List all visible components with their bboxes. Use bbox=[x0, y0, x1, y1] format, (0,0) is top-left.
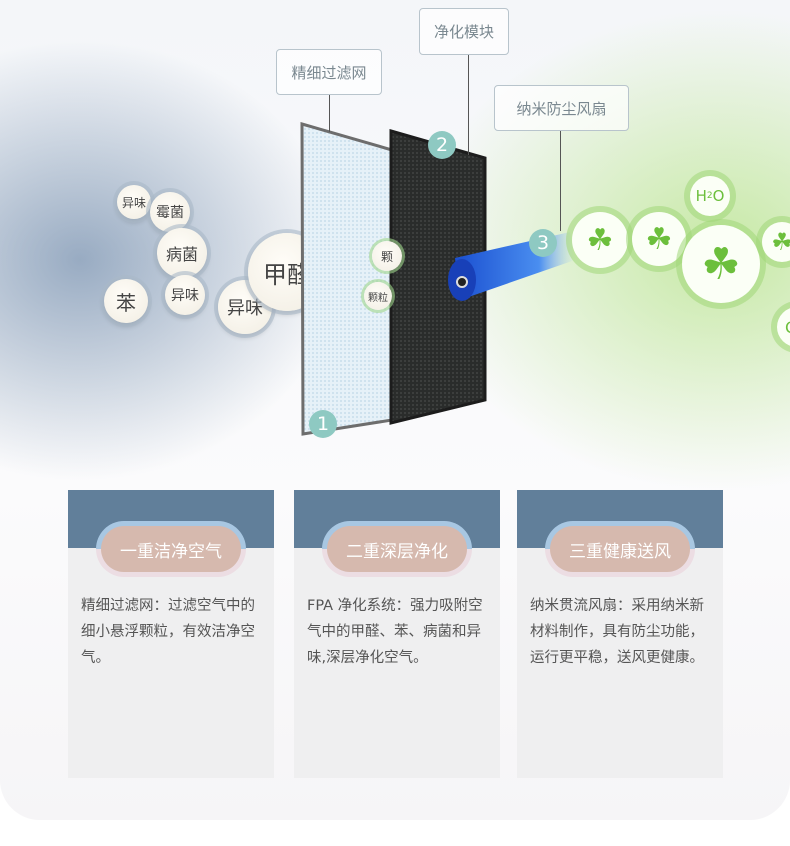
clover-icon: ☘ bbox=[645, 221, 673, 257]
label-purification-module: 净化模块 bbox=[419, 8, 509, 55]
card-description: FPA 净化系统：强力吸附空气中的甲醛、苯、病菌和异味,深层净化空气。 bbox=[307, 598, 483, 666]
feature-card-2: 二重深层净化 FPA 净化系统：强力吸附空气中的甲醛、苯、病菌和异味,深层净化空… bbox=[294, 490, 500, 778]
particle-bubble: 颗粒 bbox=[364, 282, 392, 310]
h2o-text: H bbox=[695, 187, 707, 205]
card-title-pill: 二重深层净化 bbox=[322, 521, 472, 577]
h2o-sub: 2 bbox=[706, 191, 713, 201]
feature-card-3: 三重健康送风 纳米贯流风扇：采用纳米新材料制作，具有防尘功能，运行更平稳，送风更… bbox=[517, 490, 723, 778]
callout-line bbox=[329, 95, 330, 132]
card-title-pill: 三重健康送风 bbox=[545, 521, 695, 577]
card-description: 纳米贯流风扇：采用纳米新材料制作，具有防尘功能，运行更平稳，送风更健康。 bbox=[530, 598, 704, 666]
step-number-1: 1 bbox=[309, 410, 337, 438]
step-number-2: 2 bbox=[428, 131, 456, 159]
clover-icon: ☘ bbox=[701, 238, 741, 290]
feature-card-1: 一重洁净空气 精细过滤网：过滤空气中的细小悬浮颗粒，有效洁净空气。 bbox=[68, 490, 274, 778]
oxygen-bubble: O bbox=[777, 307, 790, 347]
callout-line bbox=[560, 131, 561, 231]
pollutant-bubble: 霉菌 bbox=[150, 192, 190, 232]
pollutant-bubble: 苯 bbox=[104, 279, 148, 323]
card-title: 三重健康送风 bbox=[550, 526, 690, 572]
h2o-text-end: O bbox=[712, 187, 725, 205]
clover-icon: ☘ bbox=[771, 228, 790, 256]
label-fine-filter: 精细过滤网 bbox=[276, 49, 382, 95]
pollutant-bubble: 异味 bbox=[117, 185, 151, 219]
card-title: 二重深层净化 bbox=[327, 526, 467, 572]
clover-bubble: ☘ bbox=[762, 222, 790, 262]
clover-bubble: ☘ bbox=[632, 212, 686, 266]
card-description: 精细过滤网：过滤空气中的细小悬浮颗粒，有效洁净空气。 bbox=[81, 598, 255, 666]
filter-diagram bbox=[300, 122, 575, 436]
pollutant-bubble: 异味 bbox=[165, 275, 205, 315]
pollutant-bubble: 病菌 bbox=[157, 228, 207, 278]
step-number-3: 3 bbox=[529, 229, 557, 257]
card-title-pill: 一重洁净空气 bbox=[96, 521, 246, 577]
fine-filter-mesh bbox=[300, 122, 394, 436]
clover-icon: ☘ bbox=[586, 222, 614, 258]
oxygen-text: O bbox=[785, 318, 790, 337]
label-nano-fan: 纳米防尘风扇 bbox=[494, 85, 629, 131]
clover-bubble: ☘ bbox=[572, 212, 628, 268]
card-title: 一重洁净空气 bbox=[101, 526, 241, 572]
particle-bubble: 颗 bbox=[372, 241, 402, 271]
clover-bubble: ☘ bbox=[682, 225, 760, 303]
callout-line bbox=[468, 55, 469, 155]
